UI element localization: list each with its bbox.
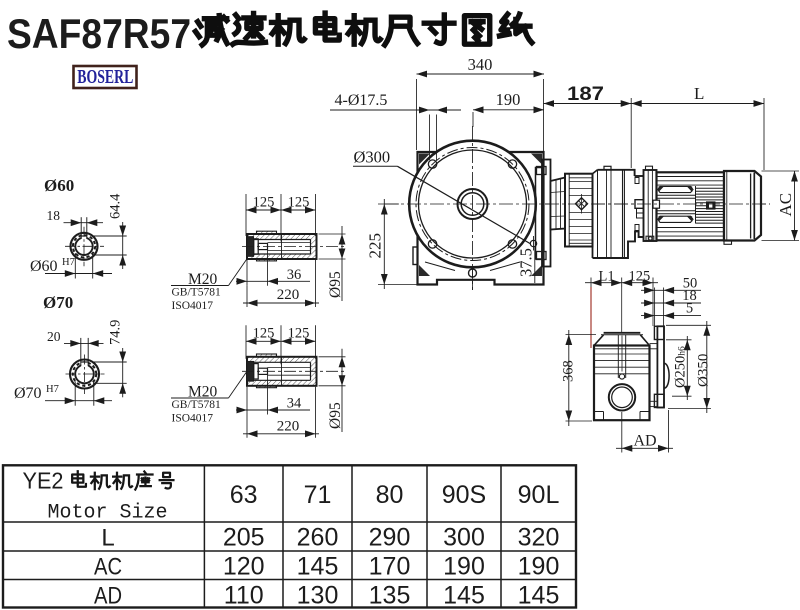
svg-text:300: 300 — [443, 524, 485, 552]
svg-text:190: 190 — [443, 553, 485, 581]
svg-text:Ø350: Ø350 — [696, 354, 712, 387]
svg-text:4-Ø17.5: 4-Ø17.5 — [335, 92, 388, 109]
svg-text:H7: H7 — [62, 257, 75, 268]
svg-text:260: 260 — [297, 524, 339, 552]
svg-text:135: 135 — [369, 582, 411, 610]
svg-text:190: 190 — [496, 90, 521, 109]
svg-text:125: 125 — [629, 269, 651, 285]
svg-text:125: 125 — [288, 326, 310, 342]
svg-text:90L: 90L — [518, 481, 560, 509]
svg-text:74.9: 74.9 — [108, 320, 124, 345]
svg-text:320: 320 — [518, 524, 560, 552]
svg-text:L1: L1 — [599, 269, 615, 285]
svg-text:18: 18 — [47, 208, 61, 223]
svg-text:220: 220 — [277, 287, 300, 303]
svg-text:Ø250h6: Ø250h6 — [673, 346, 689, 388]
svg-text:Ø60: Ø60 — [44, 176, 74, 195]
svg-text:Ø70: Ø70 — [14, 385, 42, 402]
svg-text:Motor Size: Motor Size — [48, 502, 168, 525]
svg-text:125: 125 — [288, 194, 310, 210]
svg-text:BOSERL: BOSERL — [77, 67, 133, 88]
svg-text:ISO4017: ISO4017 — [172, 413, 214, 425]
svg-text:GB/T5781: GB/T5781 — [172, 287, 221, 299]
svg-text:170: 170 — [369, 553, 411, 581]
svg-text:71: 71 — [304, 481, 332, 509]
svg-text:187: 187 — [567, 83, 604, 105]
svg-text:120: 120 — [223, 553, 265, 581]
svg-text:Ø95: Ø95 — [327, 271, 344, 298]
svg-text:368: 368 — [561, 360, 577, 382]
svg-text:20: 20 — [47, 329, 61, 344]
svg-text:AC: AC — [776, 193, 795, 217]
svg-text:340: 340 — [468, 55, 493, 74]
svg-text:130: 130 — [297, 582, 339, 610]
svg-text:205: 205 — [223, 524, 265, 552]
svg-text:SAF87R57: SAF87R57 — [7, 10, 191, 57]
svg-text:M20: M20 — [188, 271, 218, 288]
svg-text:Ø60: Ø60 — [30, 258, 58, 275]
svg-text:90S: 90S — [442, 481, 486, 509]
svg-text:ISO4017: ISO4017 — [172, 300, 214, 312]
svg-text:36: 36 — [287, 267, 302, 283]
svg-text:AC: AC — [94, 554, 122, 581]
svg-text:34: 34 — [287, 396, 302, 412]
svg-text:220: 220 — [277, 419, 300, 435]
svg-text:80: 80 — [376, 481, 404, 509]
svg-text:Ø95: Ø95 — [327, 402, 344, 429]
svg-text:110: 110 — [224, 582, 264, 610]
svg-text:190: 190 — [518, 553, 560, 581]
svg-text:145: 145 — [518, 582, 560, 610]
svg-text:AD: AD — [94, 583, 122, 610]
svg-text:Ø70: Ø70 — [43, 293, 73, 312]
svg-text:145: 145 — [443, 582, 485, 610]
svg-text:AD: AD — [633, 433, 656, 450]
svg-text:50: 50 — [683, 275, 698, 291]
svg-text:Ø300: Ø300 — [354, 148, 391, 167]
svg-text:145: 145 — [297, 553, 339, 581]
svg-text:37.5: 37.5 — [517, 248, 536, 277]
svg-text:125: 125 — [253, 194, 275, 210]
svg-text:5: 5 — [686, 301, 693, 317]
svg-text:63: 63 — [230, 481, 258, 509]
svg-text:L: L — [694, 84, 704, 103]
svg-text:18: 18 — [682, 288, 697, 304]
svg-text:GB/T5781: GB/T5781 — [172, 399, 221, 411]
svg-text:M20: M20 — [188, 384, 218, 401]
svg-text:YE2: YE2 — [23, 468, 64, 494]
svg-text:H7: H7 — [46, 384, 59, 395]
svg-text:125: 125 — [253, 326, 275, 342]
svg-text:290: 290 — [369, 524, 411, 552]
svg-text:64.4: 64.4 — [108, 193, 124, 219]
svg-text:L: L — [101, 525, 114, 552]
svg-text:225: 225 — [366, 233, 385, 259]
